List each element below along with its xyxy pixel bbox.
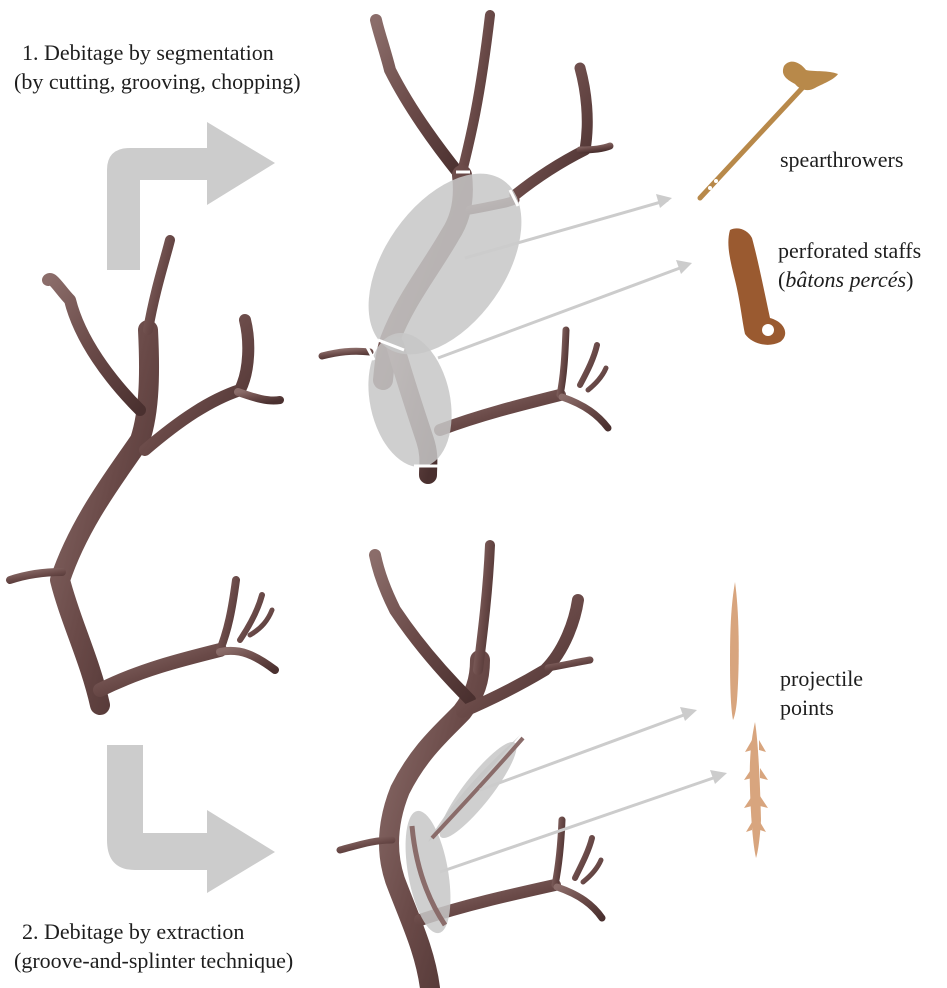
label-batons-perces: bâtons percés bbox=[785, 267, 906, 292]
projectile-point-icon bbox=[730, 582, 739, 720]
spearthrower-icon bbox=[700, 62, 838, 198]
step1-title: 1. Debitage by segmentation bbox=[22, 38, 274, 67]
step1-subtitle: (by cutting, grooving, chopping) bbox=[14, 67, 301, 96]
label-points-line2: points bbox=[780, 693, 834, 722]
barbed-point-icon bbox=[744, 722, 768, 858]
extraction-antler bbox=[340, 545, 602, 988]
label-staffs-line1: perforated staffs bbox=[778, 236, 921, 265]
segment-ellipse-upper bbox=[337, 146, 552, 382]
step2-title: 2. Debitage by extraction bbox=[22, 917, 244, 946]
flow-arrow-segmentation bbox=[107, 122, 275, 270]
step2-subtitle: (groove-and-splinter technique) bbox=[14, 946, 293, 975]
segment-ellipse-lower bbox=[357, 325, 464, 475]
splinter-cut bbox=[432, 738, 523, 838]
source-antler bbox=[10, 240, 280, 705]
label-staffs-line2: (bâtons percés) bbox=[778, 265, 913, 294]
label-points-line1: projectile bbox=[780, 664, 863, 693]
product-arrows-bottom bbox=[440, 707, 727, 872]
perforated-staff-icon bbox=[728, 228, 785, 344]
flow-arrow-extraction bbox=[107, 745, 275, 893]
label-spearthrowers: spearthrowers bbox=[780, 145, 903, 174]
paren-close: ) bbox=[906, 267, 913, 292]
